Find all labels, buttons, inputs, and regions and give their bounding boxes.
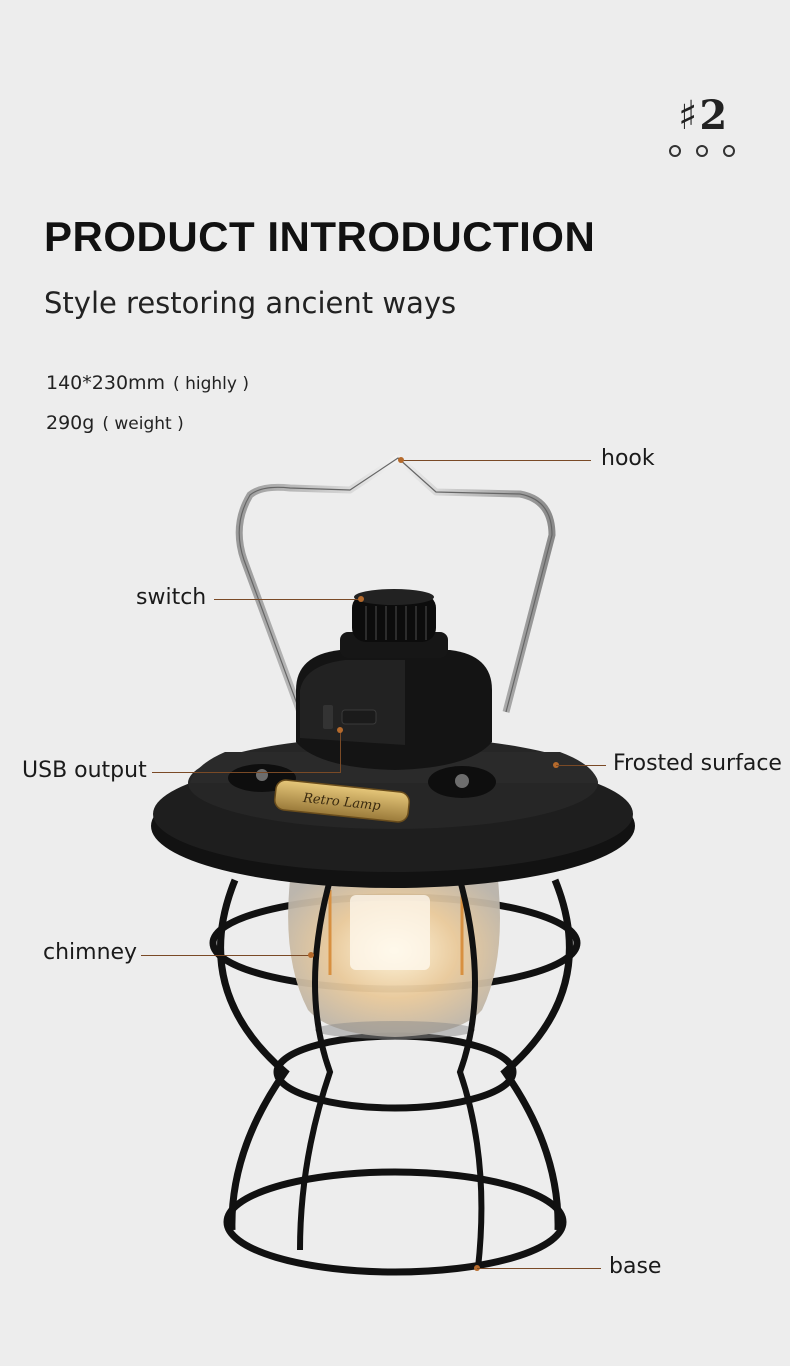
- brass-plate: [274, 779, 410, 823]
- chimney-pin: [308, 952, 314, 958]
- callout-chimney: chimney: [43, 940, 138, 965]
- hook-leader: [401, 460, 591, 461]
- badge-number: ♯2: [678, 92, 730, 139]
- base-ring: [223, 1168, 567, 1276]
- spec-weight: 290g ( weight ): [46, 412, 184, 434]
- spec-size: 140*230mm ( highly ): [46, 372, 249, 394]
- badge-dot: [723, 145, 735, 157]
- switch-pin: [358, 596, 364, 602]
- callout-switch: switch: [136, 585, 207, 610]
- callout-base: base: [609, 1254, 662, 1279]
- callout-usb-output: USB output: [22, 758, 147, 783]
- spec-size-note: ( highly ): [173, 374, 249, 394]
- switch-leader: [214, 599, 362, 600]
- hook-pin: [398, 457, 404, 463]
- spec-weight-note: ( weight ): [102, 414, 184, 434]
- usb-leader: [152, 772, 341, 773]
- chimney-leader: [141, 955, 311, 956]
- usb-leader-vertical: [340, 730, 341, 773]
- badge-dot: [696, 145, 708, 157]
- usb-pin: [337, 727, 343, 733]
- spec-size-value: 140*230mm: [46, 372, 166, 394]
- badge-dot: [669, 145, 681, 157]
- callout-frosted-surface: Frosted surface: [613, 751, 782, 776]
- callout-hook: hook: [601, 446, 655, 471]
- page-title: PRODUCT INTRODUCTION: [44, 213, 596, 260]
- spec-weight-value: 290g: [46, 412, 95, 434]
- frosted-leader: [556, 765, 606, 766]
- page-subtitle: Style restoring ancient ways: [44, 286, 457, 320]
- base-leader: [477, 1268, 601, 1269]
